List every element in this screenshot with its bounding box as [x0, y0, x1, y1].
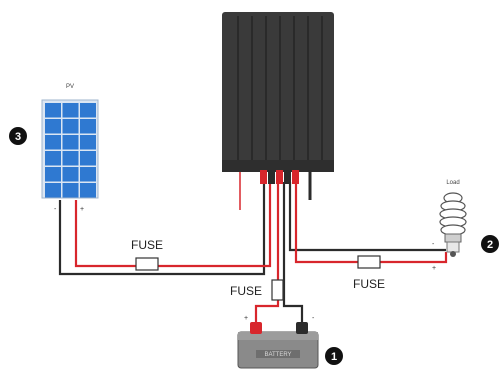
load-fuse-label: FUSE: [353, 277, 385, 291]
panel-cell: [62, 167, 79, 182]
panel-marker-number: 3: [15, 131, 21, 143]
panel-cell: [45, 103, 61, 118]
battery-positive-wire: [254, 182, 280, 324]
bulb-base: [444, 233, 462, 243]
panel-fuse-label: FUSE: [131, 238, 163, 252]
panel-cell: [62, 119, 79, 134]
panel-cell: [62, 151, 79, 166]
panel-cell: [80, 119, 96, 134]
panel-cell: [62, 103, 79, 118]
panel-label: PV: [66, 84, 74, 90]
panel-cell: [45, 167, 61, 182]
load-neg-terminal: -: [432, 241, 435, 248]
panel-cell: [62, 183, 79, 198]
panel-cell: [45, 151, 61, 166]
battery-fuse-label: FUSE: [230, 284, 262, 298]
load-pos-terminal: +: [432, 265, 436, 272]
panel-positive-wire: [74, 182, 272, 268]
battery-fuse: FUSE: [230, 279, 284, 301]
load-negative-wire: [288, 182, 446, 252]
controller-terminals: [260, 170, 299, 184]
panel-cell: [80, 103, 96, 118]
battery-marker: 1: [325, 347, 343, 365]
charge-controller: [222, 12, 334, 210]
panel-cell: [45, 119, 61, 134]
battery-pos-terminal: +: [244, 315, 248, 322]
battery-negative-wire: [282, 182, 304, 324]
load-marker: 2: [481, 235, 499, 253]
panel-cell: [80, 151, 96, 166]
battery-neg-terminal: -: [312, 315, 315, 322]
solar-panel: PV - +: [41, 84, 99, 213]
panel-fuse: FUSE: [131, 238, 163, 271]
panel-negative-wire: [58, 182, 266, 276]
panel-cell: [80, 183, 96, 198]
battery: + - BATTERY: [237, 315, 319, 369]
load-label: Load: [446, 180, 459, 186]
panel-cell: [45, 135, 61, 150]
battery-marker-number: 1: [331, 351, 337, 363]
panel-neg-terminal: -: [54, 206, 57, 213]
panel-cell: [80, 167, 96, 182]
battery-label: BATTERY: [264, 352, 291, 358]
load-marker-number: 2: [487, 239, 493, 251]
bulb-spiral: [439, 192, 467, 236]
battery-pos-post: [250, 322, 262, 334]
panel-cells: [45, 103, 96, 198]
wires: [58, 182, 448, 324]
panel-cell: [45, 183, 61, 198]
load-fuse: FUSE: [353, 255, 385, 291]
panel-pos-terminal: +: [80, 206, 84, 213]
battery-neg-post: [296, 322, 308, 334]
panel-marker: 3: [9, 127, 27, 145]
panel-cell: [62, 135, 79, 150]
panel-cell: [80, 135, 96, 150]
load-bulb: Load - +: [432, 180, 467, 272]
controller-body: [222, 12, 334, 170]
